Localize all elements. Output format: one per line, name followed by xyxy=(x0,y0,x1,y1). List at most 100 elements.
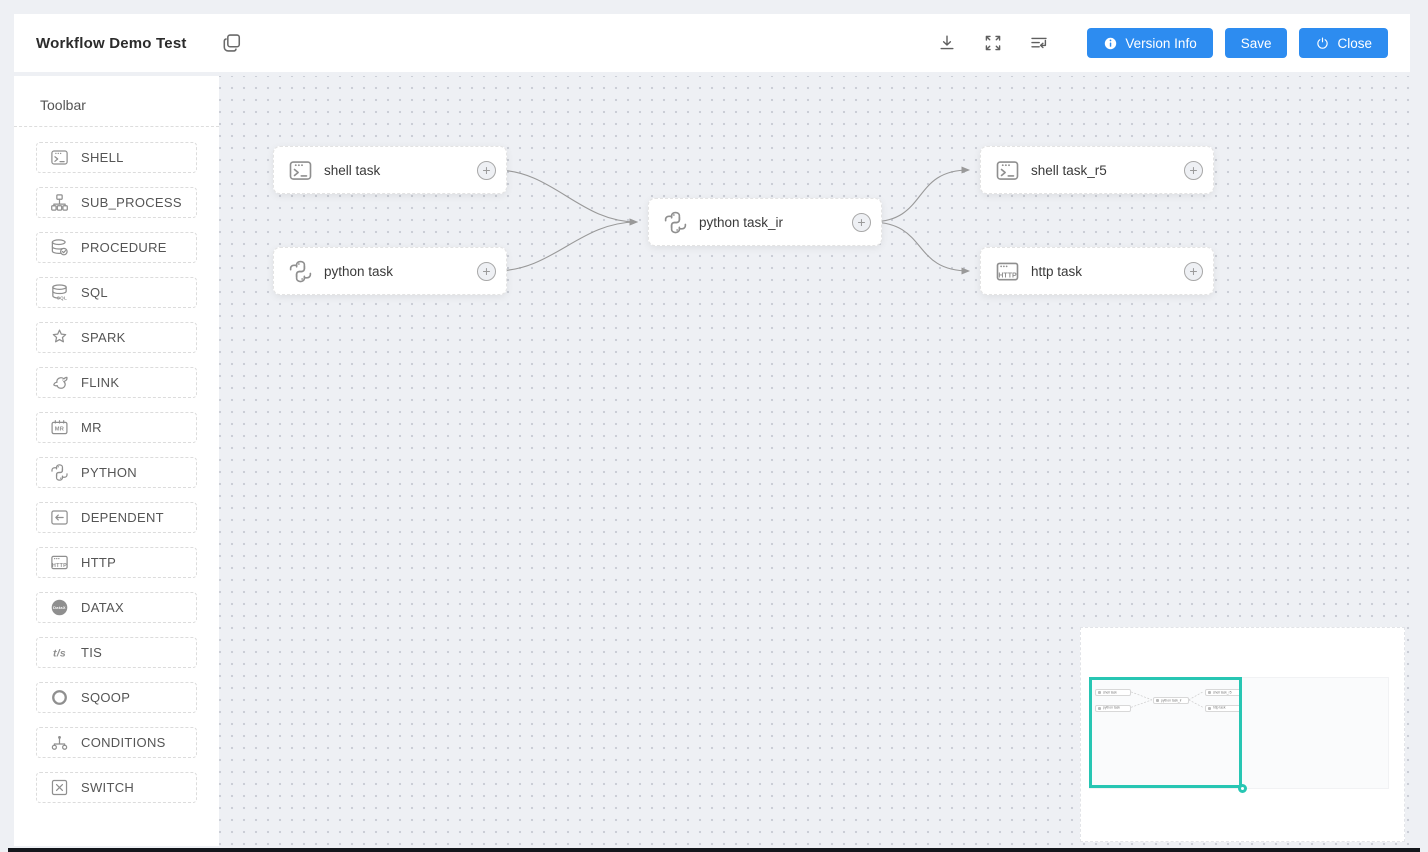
fullscreen-icon[interactable] xyxy=(983,33,1003,53)
minimap-node-icon xyxy=(1156,699,1160,702)
task-node-shell-task-r5[interactable]: shell task_r5 + xyxy=(980,146,1214,194)
task-node-label: shell task xyxy=(324,162,381,178)
toolbar-item-conditions[interactable]: CONDITIONS xyxy=(36,727,197,758)
minimap-node-python-task-ir: python task_ir xyxy=(1153,697,1190,704)
minimap-node-python-task: python task xyxy=(1095,704,1131,712)
power-icon xyxy=(1317,37,1329,49)
toolbar-item-label: DEPENDENT xyxy=(81,510,164,525)
sqoop-icon xyxy=(50,688,69,707)
shell-icon xyxy=(995,158,1020,183)
toolbar-item-spark[interactable]: SPARK xyxy=(36,322,197,353)
toolbar-item-shell[interactable]: SHELL xyxy=(36,142,197,173)
svg-text:SQL: SQL xyxy=(57,296,67,301)
minimap-node-label: python task xyxy=(1103,706,1120,710)
edge-python-task-ir-to-http-task[interactable] xyxy=(870,221,971,275)
minimap-edge xyxy=(1130,691,1153,701)
flink-icon xyxy=(50,373,69,392)
toolbar-item-sql[interactable]: SQL SQL xyxy=(36,277,197,308)
toolbar-title: Toolbar xyxy=(40,97,86,113)
python-icon xyxy=(50,463,69,482)
toolbar-item-label: SHELL xyxy=(81,150,124,165)
python-icon xyxy=(663,210,688,235)
task-node-python-task[interactable]: python task + xyxy=(273,247,507,295)
mr-icon: MR xyxy=(50,418,69,437)
minimap-node-shell-task: shell task xyxy=(1095,689,1131,696)
toolbar-item-tis[interactable]: t/s TIS xyxy=(36,637,197,668)
close-button[interactable]: Close xyxy=(1299,28,1388,58)
edge-python-task-to-python-task-ir[interactable] xyxy=(495,218,639,272)
task-node-label: shell task_r5 xyxy=(1031,162,1107,178)
sql-icon: SQL xyxy=(50,283,69,302)
toolbar-item-label: HTTP xyxy=(81,555,117,570)
header-bar: Workflow Demo Test Version Info Save Clo… xyxy=(14,14,1410,72)
toolbar-item-label: SUB_PROCESS xyxy=(81,195,182,210)
download-icon[interactable] xyxy=(937,33,957,53)
toolbar-item-procedure[interactable]: PROCEDURE xyxy=(36,232,197,263)
info-icon xyxy=(1105,37,1117,49)
edge-shell-task-to-python-task-ir[interactable] xyxy=(495,169,639,226)
minimap-edge xyxy=(1130,699,1153,708)
save-button[interactable]: Save xyxy=(1224,28,1288,58)
toolbar-item-flink[interactable]: FLINK xyxy=(36,367,197,398)
svg-text:MR: MR xyxy=(55,426,64,432)
toolbar-item-label: SQL xyxy=(81,285,108,300)
toolbar-item-label: TIS xyxy=(81,645,103,660)
toolbar-item-datax[interactable]: DataX DATAX xyxy=(36,592,197,623)
toolbar-divider xyxy=(14,126,219,127)
task-node-label: python task_ir xyxy=(699,214,784,230)
minimap-resize-handle[interactable] xyxy=(1238,784,1247,793)
minimap-edge xyxy=(1188,699,1204,708)
node-connector-plus[interactable]: + xyxy=(1184,161,1203,180)
task-node-shell-task[interactable]: shell task + xyxy=(273,146,507,194)
format-dag-icon[interactable] xyxy=(1029,33,1049,53)
task-node-label: python task xyxy=(324,263,394,279)
workflow-title: Workflow Demo Test xyxy=(36,34,187,52)
python-icon xyxy=(288,259,313,284)
node-connector-plus[interactable]: + xyxy=(852,213,871,232)
procedure-icon xyxy=(50,238,69,257)
toolbar-item-label: PROCEDURE xyxy=(81,240,167,255)
minimap-node-icon xyxy=(1098,706,1101,710)
toolbar-item-dependent[interactable]: DEPENDENT xyxy=(36,502,197,533)
svg-text:DataX: DataX xyxy=(53,605,66,610)
svg-text:HTTP: HTTP xyxy=(998,272,1017,279)
toolbar-list: SHELL SUB_PROCESS PROCEDURE SQL SQL SPARK FLIN… xyxy=(14,127,219,803)
minimap-node-label: http task xyxy=(1212,706,1226,710)
edge-python-task-ir-to-shell-task-r5[interactable] xyxy=(870,166,971,223)
task-node-label: http task xyxy=(1031,263,1083,279)
conditions-icon xyxy=(50,733,69,752)
toolbar-item-sqoop[interactable]: SQOOP xyxy=(36,682,197,713)
node-connector-plus[interactable]: + xyxy=(477,262,496,281)
node-connector-plus[interactable]: + xyxy=(1184,262,1203,281)
shell-icon xyxy=(50,148,69,167)
toolbar-item-label: SQOOP xyxy=(81,690,131,705)
toolbar-item-python[interactable]: PYTHON xyxy=(36,457,197,488)
task-node-http-task[interactable]: HTTP http task + xyxy=(980,247,1214,295)
spark-icon xyxy=(50,328,69,347)
svg-text:t/s: t/s xyxy=(53,648,66,659)
minimap-node-label: shell task_r5 xyxy=(1212,690,1232,695)
workflow-canvas[interactable]: shell task+python task+python task_ir+sh… xyxy=(219,76,1410,846)
toolbar-item-switch[interactable]: SWITCH xyxy=(36,772,197,803)
edge-layer xyxy=(495,166,971,275)
version-info-button[interactable]: Version Info xyxy=(1087,28,1213,58)
toolbar-item-sub_process[interactable]: SUB_PROCESS xyxy=(36,187,197,218)
switch-icon xyxy=(50,778,69,797)
toolbar-item-label: FLINK xyxy=(81,375,120,390)
node-connector-plus[interactable]: + xyxy=(477,161,496,180)
minimap: shell task python task python task_ir shell… xyxy=(1080,627,1405,842)
minimap-node-icon xyxy=(1207,691,1211,694)
window-bottom-edge xyxy=(8,848,1420,852)
sub_process-icon xyxy=(50,193,69,212)
shell-icon xyxy=(288,158,313,183)
copy-icon[interactable] xyxy=(221,32,243,54)
task-node-python-task-ir[interactable]: python task_ir + xyxy=(648,198,882,246)
minimap-viewport[interactable] xyxy=(1089,677,1247,793)
minimap-node-icon xyxy=(1098,691,1101,694)
toolbar-item-http[interactable]: HTTP HTTP xyxy=(36,547,197,578)
http-icon: HTTP xyxy=(50,553,69,572)
svg-text:HTTP: HTTP xyxy=(52,563,67,569)
toolbar-item-label: DATAX xyxy=(81,600,124,615)
